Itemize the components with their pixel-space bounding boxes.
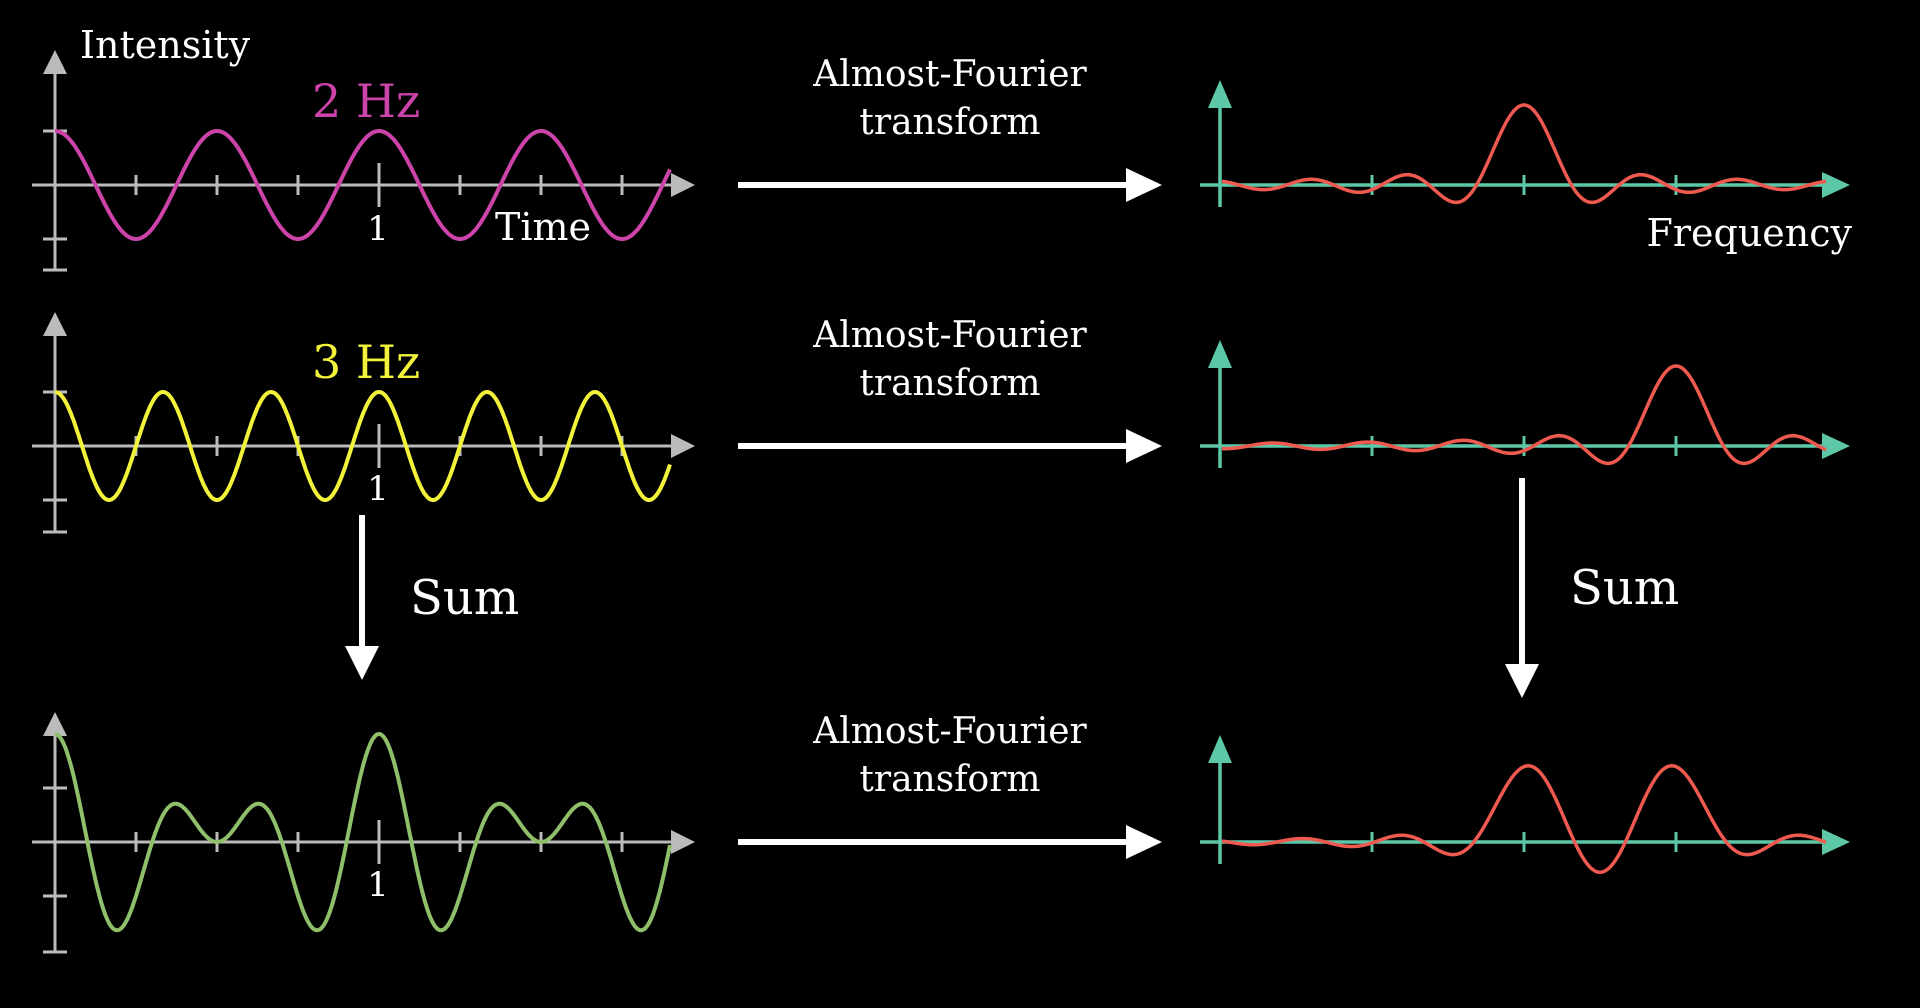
- tick-one-label: 1: [367, 209, 389, 249]
- tick-one-label: 1: [367, 469, 389, 509]
- wave-3hz-curve: [54, 389, 672, 503]
- transform-arrow-row-3: Almost-Fourier transform: [738, 711, 1162, 859]
- x-axis-arrowhead-icon: [1822, 172, 1850, 198]
- signal-label-2hz: 2 Hz: [312, 74, 420, 128]
- y-axis-arrowhead-icon: [1208, 340, 1232, 368]
- sum-arrow-left: Sum: [345, 515, 519, 680]
- arrow-head-icon: [1505, 664, 1539, 698]
- transform-label-line2: transform: [859, 759, 1040, 800]
- wave-sum-curve: [54, 731, 672, 933]
- right-arrow: [738, 429, 1162, 463]
- freq-plot-row-3: [1200, 735, 1850, 875]
- transform-arrow-row-1: Almost-Fourier transform: [738, 54, 1162, 202]
- signal-label-3hz: 3 Hz: [312, 335, 420, 389]
- sum-label-right: Sum: [1570, 560, 1679, 616]
- tick-one-label: 1: [367, 865, 389, 905]
- x-axis-arrowhead-icon: [1822, 829, 1850, 855]
- transform-label-line1: Almost-Fourier: [812, 315, 1087, 356]
- freq-plot-row-2: [1200, 340, 1850, 468]
- spectrum-curve-3: [1221, 764, 1827, 875]
- arrow-head-icon: [1126, 825, 1162, 859]
- right-arrow: [738, 825, 1162, 859]
- x-axis-arrowhead-icon: [671, 830, 695, 854]
- arrow-head-icon: [1126, 168, 1162, 202]
- frequency-label: Frequency: [1646, 211, 1852, 255]
- freq-plot-row-1: Frequency: [1200, 80, 1853, 255]
- x-axis-arrowhead-icon: [1822, 433, 1850, 459]
- down-arrow: [345, 515, 379, 680]
- y-axis-arrowhead-icon: [43, 312, 67, 336]
- time-axes-1: [32, 50, 695, 272]
- down-arrow: [1505, 478, 1539, 698]
- arrow-head-icon: [1126, 429, 1162, 463]
- right-arrow: [738, 168, 1162, 202]
- freq-axes-3: [1200, 735, 1850, 864]
- freq-axes-1: [1200, 80, 1850, 207]
- y-axis-arrowhead-icon: [1208, 735, 1232, 763]
- transform-label-line2: transform: [859, 102, 1040, 143]
- transform-label-line1: Almost-Fourier: [812, 54, 1087, 95]
- y-axis-arrowhead-icon: [1208, 80, 1232, 108]
- time-plot-row-2: 3 Hz 1: [32, 312, 695, 534]
- x-axis-arrowhead-icon: [671, 434, 695, 458]
- time-label: Time: [495, 205, 591, 249]
- spectrum-curve-2: [1222, 364, 1827, 466]
- time-axes-3: [32, 712, 695, 954]
- y-axis-arrowhead-icon: [43, 712, 67, 736]
- y-axis-arrowhead-icon: [43, 50, 67, 74]
- time-plot-row-3: 1: [32, 712, 695, 954]
- transform-arrow-row-2: Almost-Fourier transform: [738, 315, 1162, 463]
- sum-label-left: Sum: [410, 570, 519, 626]
- x-axis-arrowhead-icon: [671, 173, 695, 197]
- spectrum-curve-1: [1222, 103, 1826, 205]
- transform-label-line2: transform: [859, 363, 1040, 404]
- time-plot-row-1: Intensity 2 Hz 1 Time: [32, 23, 695, 272]
- intensity-label: Intensity: [80, 23, 251, 67]
- wave-2hz-curve: [55, 129, 672, 241]
- arrow-head-icon: [345, 646, 379, 680]
- transform-label-line1: Almost-Fourier: [812, 711, 1087, 752]
- sum-arrow-right: Sum: [1505, 478, 1679, 698]
